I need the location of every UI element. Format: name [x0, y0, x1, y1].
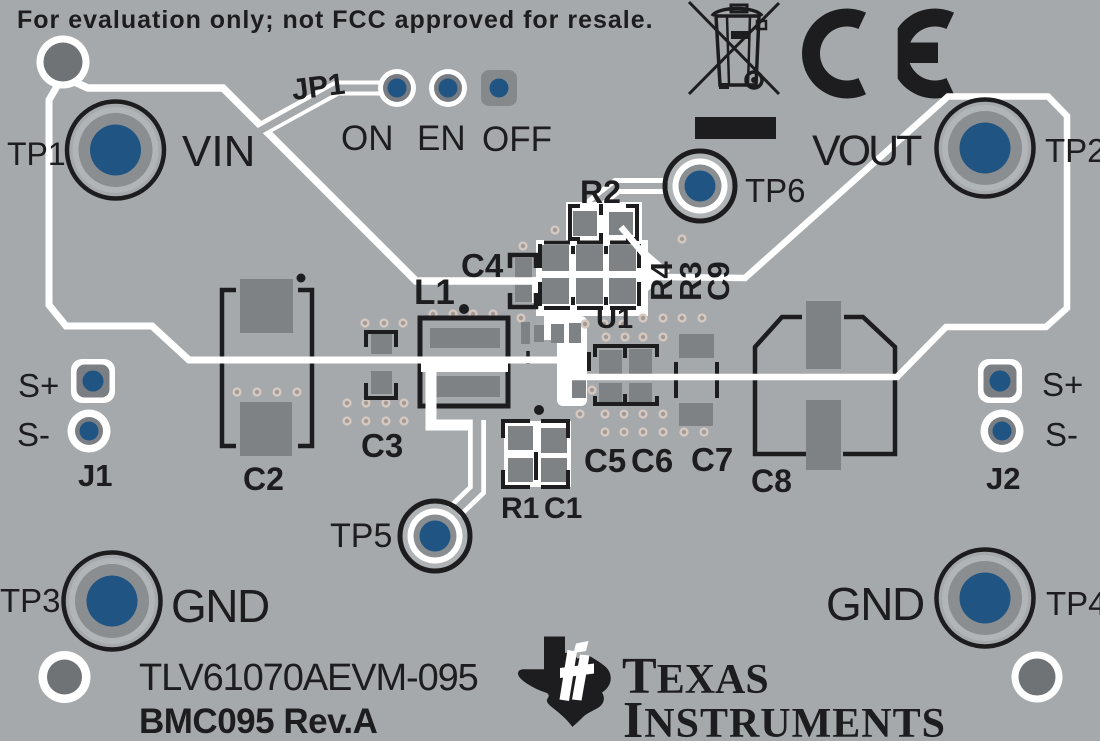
svg-text:TP3: TP3	[0, 582, 61, 619]
svg-text:TP4: TP4	[1046, 585, 1100, 622]
svg-text:VOUT: VOUT	[812, 127, 922, 175]
svg-text:TP1: TP1	[7, 136, 66, 172]
svg-text:EN: EN	[417, 119, 466, 158]
svg-text:BMC095 Rev.A: BMC095 Rev.A	[139, 702, 378, 741]
svg-text:R1: R1	[501, 492, 539, 525]
svg-text:GND: GND	[171, 580, 269, 632]
svg-text:For evaluation only; not FCC a: For evaluation only; not FCC approved fo…	[17, 6, 654, 34]
svg-text:C1: C1	[544, 492, 582, 525]
svg-text:S-: S-	[17, 416, 50, 453]
svg-text:S-: S-	[1045, 416, 1078, 453]
svg-text:GND: GND	[826, 578, 924, 630]
svg-text:J1: J1	[78, 458, 112, 493]
svg-text:JP1: JP1	[290, 68, 347, 107]
svg-text:C9: C9	[701, 261, 736, 301]
svg-text:L1: L1	[414, 273, 455, 312]
svg-text:U1: U1	[596, 303, 633, 335]
svg-text:C8: C8	[751, 463, 792, 499]
svg-text:R4: R4	[644, 261, 679, 301]
svg-text:C2: C2	[243, 461, 284, 497]
svg-text:TLV61070AEVM-095: TLV61070AEVM-095	[139, 657, 478, 699]
svg-text:C5: C5	[584, 442, 626, 479]
svg-text:ON: ON	[341, 119, 394, 158]
svg-text:TP6: TP6	[745, 172, 806, 209]
svg-text:TP2: TP2	[1045, 132, 1100, 169]
svg-text:C4: C4	[461, 247, 504, 284]
svg-text:S+: S+	[1042, 366, 1083, 403]
svg-text:R3: R3	[673, 261, 708, 301]
svg-text:VIN: VIN	[182, 127, 255, 176]
svg-text:C7: C7	[691, 441, 733, 478]
svg-text:INSTRUMENTS: INSTRUMENTS	[623, 692, 946, 741]
svg-text:J2: J2	[986, 461, 1020, 496]
svg-text:R2: R2	[580, 174, 621, 210]
svg-text:TP5: TP5	[330, 517, 392, 555]
svg-text:OFF: OFF	[482, 120, 552, 159]
svg-text:S+: S+	[18, 367, 59, 404]
svg-text:C6: C6	[631, 442, 673, 479]
svg-text:C3: C3	[361, 427, 403, 464]
svg-text:TEXAS: TEXAS	[622, 648, 769, 705]
